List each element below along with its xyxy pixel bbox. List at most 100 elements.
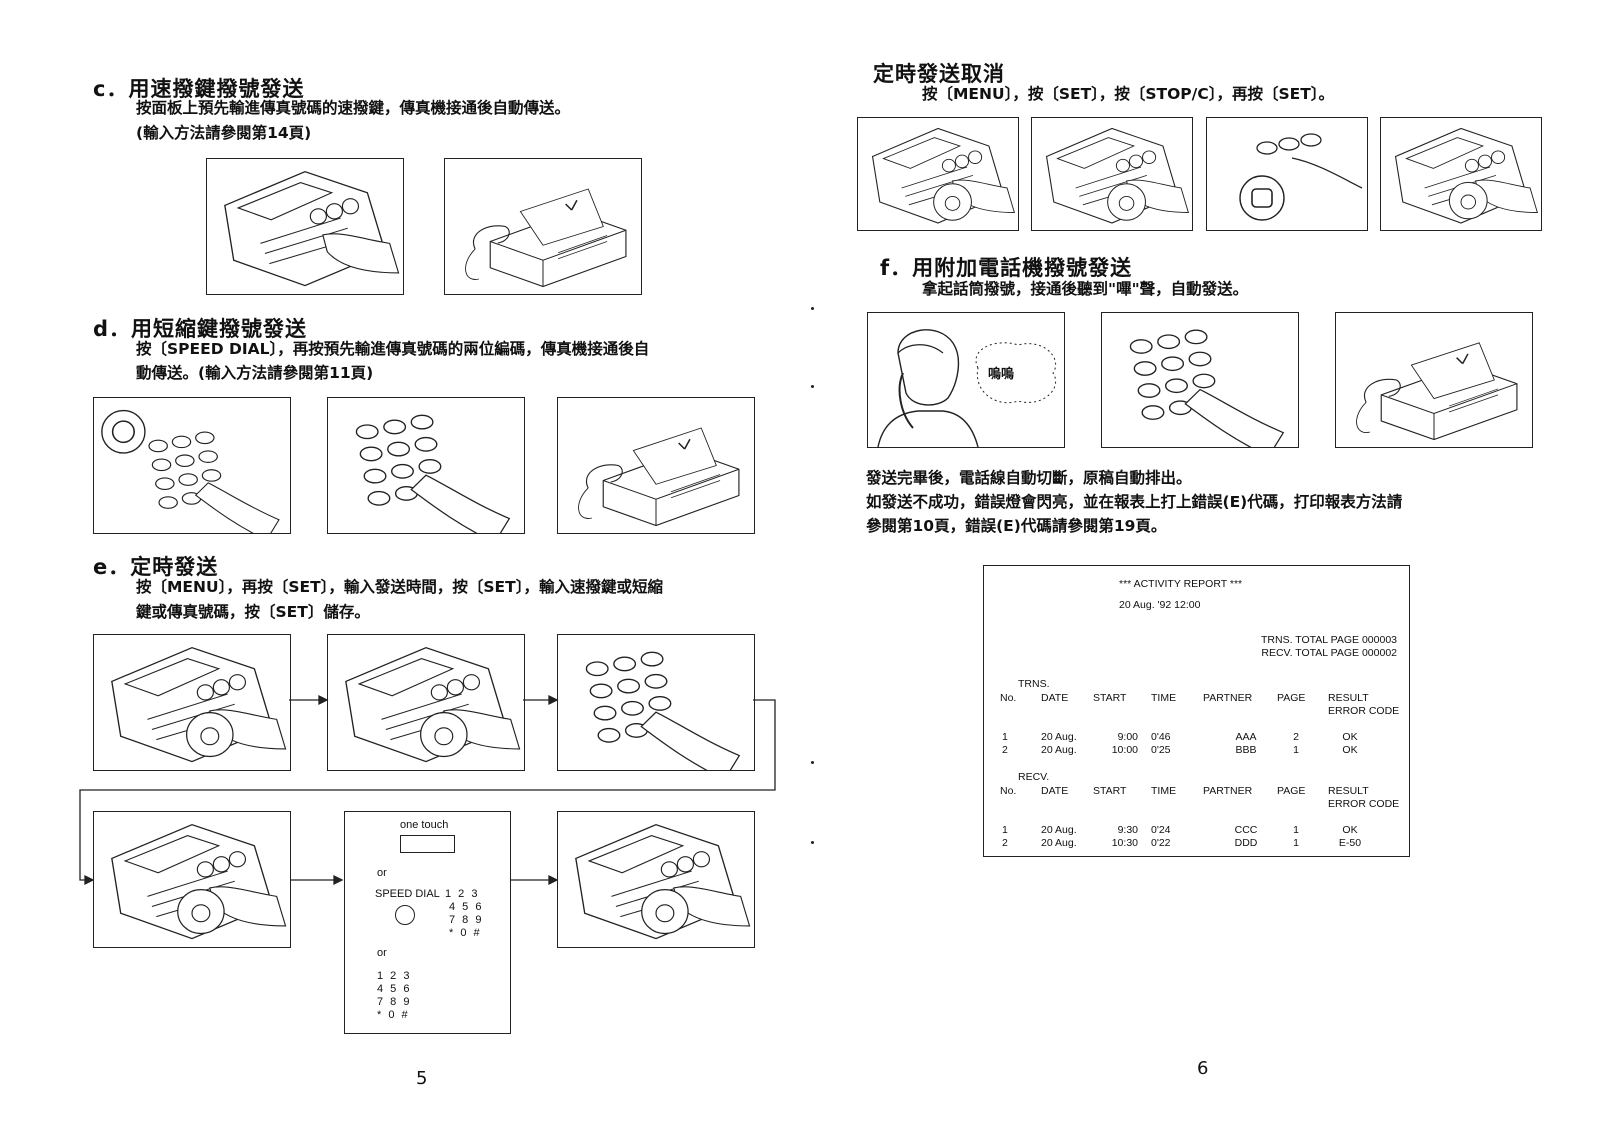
keys-row: 7 8 9 [377,996,412,1008]
report-cell: 0'46 [1151,731,1171,743]
margin-dot [811,761,814,764]
report-cell: OK [1342,824,1358,836]
cancel-stop-key-illustration [1206,117,1368,231]
report-cell: 0'22 [1151,837,1171,849]
report-cell: 20 Aug. [1041,744,1077,756]
section-d-text-line1: 按〔SPEED DIAL〕，再按預先輸進傳真號碼的兩位編碼，傳真機接通後自 [136,340,650,358]
report-header-no-2: No. [1000,785,1017,797]
speed-dial-button-illustration [93,397,291,534]
report-cell: OK [1342,744,1358,756]
cancel-set-key-illustration-2 [1380,117,1542,231]
report-header-partner: PARTNER [1203,692,1253,704]
one-touch-key [400,835,455,853]
report-cell: OK [1342,731,1358,743]
section-c-heading: c．用速撥鍵撥號發送 [93,77,305,101]
report-cell: 10:30 [1111,837,1138,849]
section-e-text-line1: 按〔MENU〕，再按〔SET〕，輸入發送時間，按〔SET〕，輸入速撥鍵或短縮 [136,578,663,596]
report-header-error-code-2: ERROR CODE [1328,798,1400,810]
report-cell: 9:30 [1117,824,1138,836]
section-c-text-line1: 按面板上預先輸進傳真號碼的速撥鍵，傳真機接通後自動傳送。 [136,99,571,117]
section-f-text-line1: 拿起話筒撥號，接通後聽到"嗶"聲，自動發送。 [922,280,1249,298]
cancel-set-key-illustration [1031,117,1193,231]
speed-dial-keys: 1 2 3 4 5 6 7 8 9 * 0 # [445,888,483,940]
report-cell: BBB [1235,744,1257,756]
report-trns-label: TRNS. [1018,678,1050,690]
report-cell: 1 [1293,824,1299,836]
sd-keys-row: 4 5 6 [449,901,484,913]
fax-machine-sending-illustration-3 [1335,312,1533,448]
or-label-1: or [377,867,387,879]
report-cell: 0'24 [1151,824,1171,836]
sd-keys-row: * 0 # [449,927,482,939]
phone-sound-bubble-text: 嗚嗚 [988,367,1015,382]
keys-row: 4 5 6 [377,983,412,995]
numeric-keys: 1 2 3 4 5 6 7 8 9 * 0 # [377,970,411,1022]
set-key-store-illustration [557,811,755,948]
report-cell: 9:00 [1117,731,1138,743]
section-d-heading: d．用短縮鍵撥號發送 [93,317,308,341]
set-key-illustration-2 [93,811,291,948]
speed-dial-button-icon [395,905,415,925]
report-date: 20 Aug. '92 12:00 [1119,599,1201,611]
cancel-heading: 定時發送取消 [873,62,1005,86]
menu-key-illustration [93,634,291,771]
report-header-date: DATE [1041,692,1069,704]
flow-arrows [79,694,776,886]
report-cell: 1 [1002,824,1008,836]
margin-dot [811,307,814,310]
report-header-page-2: PAGE [1277,785,1306,797]
fax-panel-speed-key-illustration [206,158,404,295]
report-cell: 1 [1293,837,1299,849]
report-recv-total: RECV. TOTAL PAGE 000002 [1261,647,1397,659]
report-title: *** ACTIVITY REPORT *** [1119,578,1243,590]
report-cell: 20 Aug. [1041,824,1077,836]
report-header-error-code: ERROR CODE [1328,705,1400,717]
margin-dot [811,841,814,844]
report-header-start: START [1093,692,1127,704]
keys-row: 1 2 3 [377,970,412,982]
set-key-illustration [327,634,525,771]
section-e-heading: e．定時發送 [93,555,219,579]
activity-report: *** ACTIVITY REPORT *** 20 Aug. '92 12:0… [983,565,1410,857]
report-header-time: TIME [1151,692,1177,704]
report-cell: 2 [1002,837,1008,849]
report-cell: DDD [1234,837,1258,849]
fax-machine-sending-illustration [444,158,642,295]
section-f-heading: f．用附加電話機撥號發送 [880,256,1133,280]
section-e-text-line2: 鍵或傳真號碼，按〔SET〕儲存。 [136,603,370,621]
report-cell: 20 Aug. [1041,837,1077,849]
fax-machine-sending-illustration-2 [557,397,755,534]
handset-keypad-illustration [1101,312,1299,448]
report-cell: 20 Aug. [1041,731,1077,743]
report-recv-label: RECV. [1018,771,1050,783]
report-trns-total: TRNS. TOTAL PAGE 000003 [1261,634,1397,646]
sd-keys-row: 7 8 9 [449,914,484,926]
report-cell: 10:00 [1111,744,1138,756]
report-cell: AAA [1235,731,1257,743]
cancel-text-line1: 按〔MENU〕，按〔SET〕，按〔STOP/C〕，再按〔SET〕。 [922,85,1335,103]
report-cell: 2 [1293,731,1299,743]
report-header-time-2: TIME [1151,785,1177,797]
report-cell: 1 [1293,744,1299,756]
report-cell: 2 [1002,744,1008,756]
page-number-right: 6 [1197,1058,1209,1079]
margin-dot [811,385,814,388]
report-header-no: No. [1000,692,1017,704]
report-header-start-2: START [1093,785,1127,797]
keys-row: * 0 # [377,1009,410,1021]
time-entry-keypad-illustration [557,634,755,771]
report-cell: 0'25 [1151,744,1171,756]
report-header-date-2: DATE [1041,785,1069,797]
speed-dial-label: SPEED DIAL [375,888,440,900]
report-cell: 1 [1002,731,1008,743]
report-cell: E-50 [1338,837,1362,849]
one-touch-or-speed-dial-panel: one touch or SPEED DIAL 1 2 3 4 5 6 7 8 … [344,811,511,1034]
report-header-partner-2: PARTNER [1203,785,1253,797]
cancel-menu-key-illustration [857,117,1019,231]
or-label-2: or [377,947,387,959]
person-on-phone-illustration: 嗚嗚 [867,312,1065,448]
section-d-text-line2: 動傳送。(輸入方法請參閱第11頁) [136,364,374,382]
section-c-text-line2: (輸入方法請參閱第14頁) [136,124,312,142]
report-cell: CCC [1234,824,1258,836]
note-line2: 如發送不成功，錯誤燈會閃亮，並在報表上打上錯誤(E)代碼，打印報表方法請 [866,493,1403,511]
